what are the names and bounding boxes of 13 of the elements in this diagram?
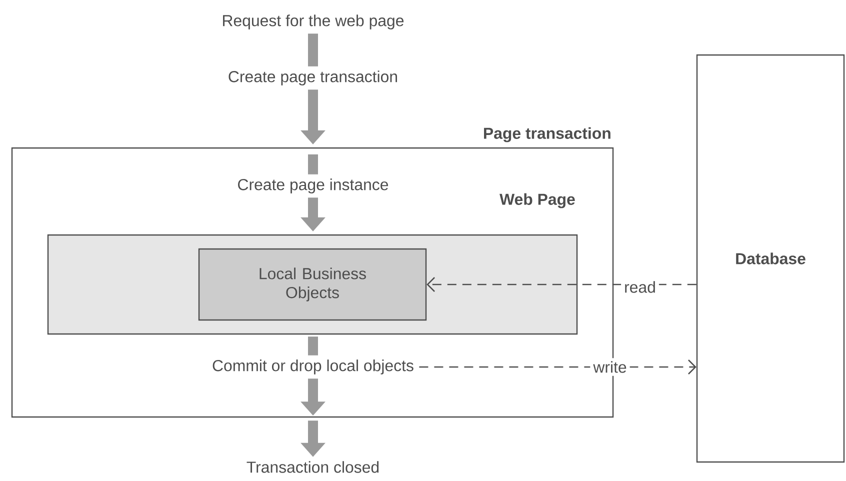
database-box: Database — [696, 54, 845, 463]
node-label: Web Page — [500, 193, 575, 208]
edge-label: write — [590, 358, 630, 376]
flow-step-text: Create page transaction — [228, 70, 397, 86]
edge-label: read — [621, 278, 659, 296]
flow-step-text: Commit or drop local objects — [212, 360, 414, 374]
arrow — [419, 360, 696, 374]
flow-step-text: Transaction closed — [246, 461, 379, 473]
flow-step-text: Create page instance — [238, 178, 388, 194]
node-label: Page transaction — [484, 127, 610, 142]
flow-step-text: Request for the web page — [223, 14, 404, 30]
objects-box: Local Business Objects — [198, 248, 427, 321]
arrow — [426, 277, 696, 292]
